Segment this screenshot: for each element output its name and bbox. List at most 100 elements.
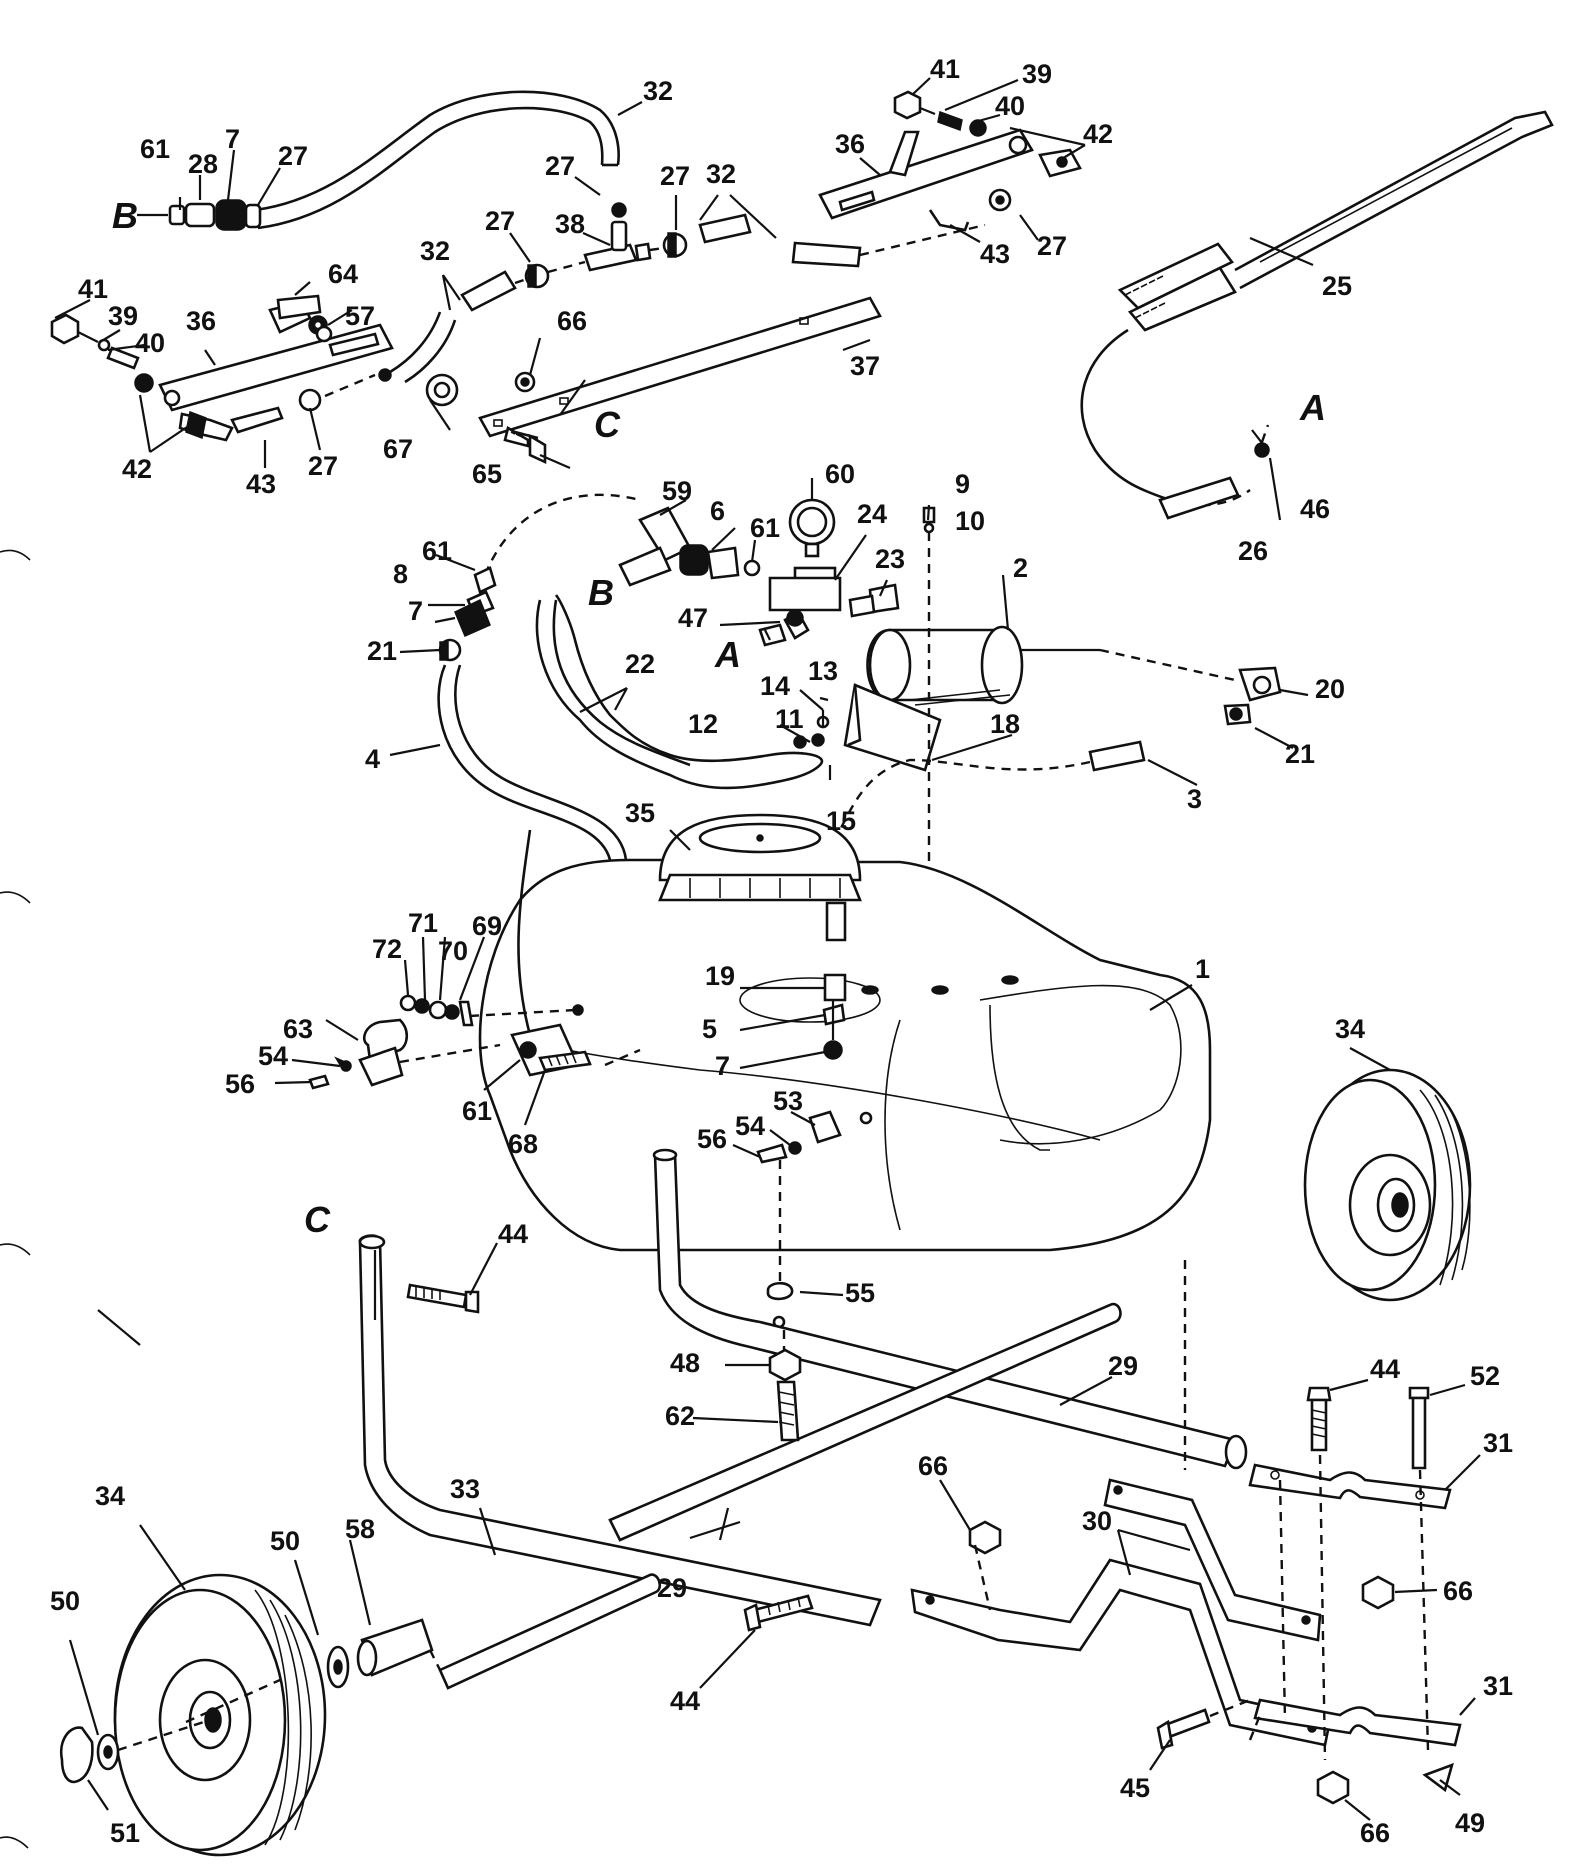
callout-32-top: 32 <box>643 76 673 106</box>
callout-11: 11 <box>775 704 804 734</box>
callout-12: 12 <box>688 709 718 739</box>
boom-bar <box>478 296 882 465</box>
callout-46: 46 <box>1300 494 1330 524</box>
callout-41-left: 41 <box>78 274 108 304</box>
top-plumbing-assembly <box>137 90 986 384</box>
scan-edge-marks <box>0 549 31 1849</box>
callout-29-left: 29 <box>657 1573 687 1603</box>
callout-50-left: 50 <box>50 1586 80 1616</box>
callout-61-pump: 61 <box>750 513 780 543</box>
callout-15: 15 <box>826 806 856 836</box>
callout-57: 57 <box>345 301 375 331</box>
letter-b-top: B <box>112 195 138 236</box>
callout-56-left: 56 <box>225 1069 255 1099</box>
callout-8: 8 <box>393 559 408 589</box>
letter-c-boom: C <box>594 404 621 445</box>
callout-26: 26 <box>1238 536 1268 566</box>
callout-39-left: 39 <box>108 301 138 331</box>
callout-36-right: 36 <box>835 129 865 159</box>
callout-27-mid: 27 <box>545 151 575 181</box>
callout-64: 64 <box>328 259 358 289</box>
callout-1: 1 <box>1195 954 1210 984</box>
callout-60: 60 <box>825 459 855 489</box>
callout-42-right: 42 <box>1083 119 1113 149</box>
callout-27-right: 27 <box>1037 231 1067 261</box>
callout-71: 71 <box>408 908 438 938</box>
callout-69: 69 <box>472 911 502 941</box>
callout-29-right: 29 <box>1108 1351 1138 1381</box>
callout-7-left: 7 <box>408 596 423 626</box>
callout-4: 4 <box>365 744 380 774</box>
callout-37: 37 <box>850 351 880 381</box>
callout-20: 20 <box>1315 674 1345 704</box>
callout-24: 24 <box>857 499 887 529</box>
callout-72: 72 <box>372 934 402 964</box>
callout-3: 3 <box>1187 784 1202 814</box>
callout-10: 10 <box>955 506 985 536</box>
callout-66-right: 66 <box>1443 1576 1473 1606</box>
callout-45: 45 <box>1120 1773 1150 1803</box>
callout-50-right: 50 <box>270 1526 300 1556</box>
callout-27-bracket: 27 <box>308 451 338 481</box>
callout-21-left: 21 <box>367 636 397 666</box>
callout-18: 18 <box>990 709 1020 739</box>
left-wheel <box>59 1573 327 1857</box>
callout-54-center: 54 <box>735 1111 765 1141</box>
callout-59: 59 <box>662 476 692 506</box>
leader-lines <box>54 77 1481 1821</box>
callout-22: 22 <box>625 649 655 679</box>
callout-51: 51 <box>110 1818 140 1848</box>
callout-25: 25 <box>1322 271 1352 301</box>
callout-63: 63 <box>283 1014 313 1044</box>
pump-assembly <box>437 493 1282 960</box>
callout-70: 70 <box>438 936 468 966</box>
callout-52: 52 <box>1470 1361 1500 1391</box>
callout-40-right: 40 <box>995 91 1025 121</box>
callout-44-right: 44 <box>1370 1354 1400 1384</box>
callout-27-top-left: 27 <box>278 141 308 171</box>
callout-42-left: 42 <box>122 454 152 484</box>
spray-wand-assembly <box>1080 110 1554 520</box>
callout-32-left: 32 <box>420 236 450 266</box>
callout-39-right: 39 <box>1022 59 1052 89</box>
callout-5: 5 <box>702 1014 717 1044</box>
callout-58: 58 <box>345 1514 375 1544</box>
callout-6: 6 <box>710 496 725 526</box>
callout-7-top: 7 <box>225 124 240 154</box>
center-clip <box>756 1110 873 1329</box>
callout-56-center: 56 <box>697 1124 727 1154</box>
right-wheel <box>1303 1068 1472 1302</box>
callout-65: 65 <box>472 459 502 489</box>
callout-14: 14 <box>760 671 790 701</box>
callout-13: 13 <box>808 656 838 686</box>
callout-30: 30 <box>1082 1506 1112 1536</box>
letter-callouts: B B A A C C <box>112 195 1326 1240</box>
callout-66-hitch: 66 <box>918 1451 948 1481</box>
callout-7-tank: 7 <box>715 1051 730 1081</box>
callout-43-left: 43 <box>246 469 276 499</box>
callout-41-right: 41 <box>930 54 960 84</box>
letter-a-pump: A <box>714 634 741 675</box>
callout-48: 48 <box>670 1348 700 1378</box>
callout-34-right: 34 <box>1335 1014 1365 1044</box>
callout-34-left: 34 <box>95 1481 125 1511</box>
callout-2: 2 <box>1013 553 1028 583</box>
callout-47: 47 <box>678 603 708 633</box>
callout-43-right: 43 <box>980 239 1010 269</box>
callout-35: 35 <box>625 798 655 828</box>
callout-31-bottom: 31 <box>1483 1671 1513 1701</box>
callout-55: 55 <box>845 1278 875 1308</box>
callout-66-boom: 66 <box>557 306 587 336</box>
letter-b-pump: B <box>588 572 614 613</box>
tank-fitting-assembly <box>308 829 592 1090</box>
callout-61-left: 61 <box>422 536 452 566</box>
callout-33: 33 <box>450 1474 480 1504</box>
callout-21-right: 21 <box>1285 739 1315 769</box>
letter-a-wand: A <box>1299 387 1326 428</box>
letter-c-frame: C <box>304 1199 331 1240</box>
callout-62: 62 <box>665 1401 695 1431</box>
callout-66-bottom: 66 <box>1360 1818 1390 1848</box>
callout-40-left: 40 <box>135 328 165 358</box>
callout-44-top: 44 <box>498 1219 528 1249</box>
